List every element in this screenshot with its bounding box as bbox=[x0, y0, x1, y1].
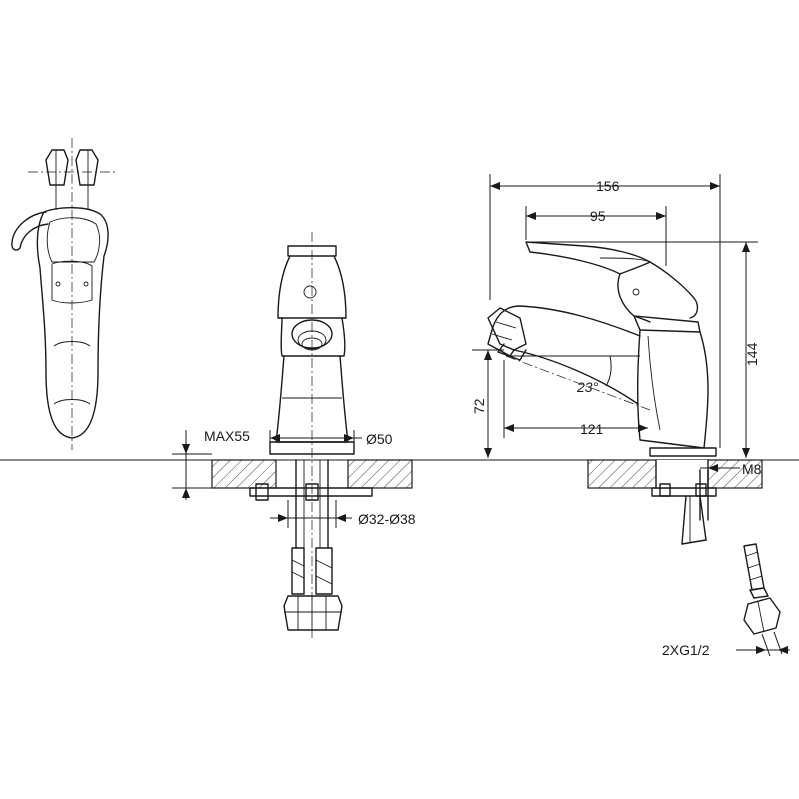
top-view bbox=[11, 138, 118, 450]
head bbox=[287, 245, 337, 257]
handle-length-label: 95 bbox=[590, 208, 606, 224]
dim-stud: M8 bbox=[700, 461, 762, 477]
side-body bbox=[637, 329, 709, 449]
dim-handle-length: 95 bbox=[525, 206, 667, 266]
hose-nut-left bbox=[45, 149, 69, 186]
dim-spout-height: 72 bbox=[471, 349, 504, 458]
base bbox=[269, 441, 355, 455]
spout-reach-label: 121 bbox=[580, 421, 604, 437]
dim-spout-reach: 121 bbox=[503, 360, 648, 438]
spout-height-label: 72 bbox=[471, 398, 487, 414]
dim-max-counter: MAX55 bbox=[172, 428, 250, 500]
side-view bbox=[487, 241, 763, 545]
base-diameter-label: Ø50 bbox=[366, 431, 393, 447]
side-base bbox=[649, 447, 717, 457]
dim-height: 144 bbox=[526, 241, 760, 458]
fixing-plate bbox=[249, 487, 373, 497]
stud-label: M8 bbox=[742, 461, 762, 477]
counter-section-right bbox=[347, 459, 413, 489]
front-view bbox=[211, 232, 413, 640]
height-label: 144 bbox=[744, 342, 760, 366]
lever-hook bbox=[11, 211, 49, 251]
hose-connection-label: 2XG1/2 bbox=[662, 642, 710, 658]
hose-detail: 2XG1/2 bbox=[662, 543, 790, 658]
hole-diameter-label: Ø32-Ø38 bbox=[358, 511, 416, 527]
dim-spout-angle: 23° bbox=[506, 355, 640, 395]
hose-nuts bbox=[283, 595, 343, 631]
body-top-outline bbox=[36, 207, 109, 439]
aerator bbox=[291, 319, 333, 349]
dim-hole-diameter: Ø32-Ø38 bbox=[270, 500, 416, 528]
dim-base-diameter: Ø50 bbox=[269, 430, 393, 447]
dim-overall-length: 156 bbox=[489, 174, 721, 448]
hose-nut bbox=[743, 597, 781, 635]
overall-length-label: 156 bbox=[596, 178, 620, 194]
lever-handle bbox=[525, 241, 651, 275]
spout-angle-label: 23° bbox=[576, 379, 599, 395]
pull-out-spout bbox=[487, 305, 641, 405]
cartridge-screw bbox=[303, 285, 317, 299]
hose-nut-right bbox=[75, 149, 99, 186]
max-counter-label: MAX55 bbox=[204, 428, 250, 444]
